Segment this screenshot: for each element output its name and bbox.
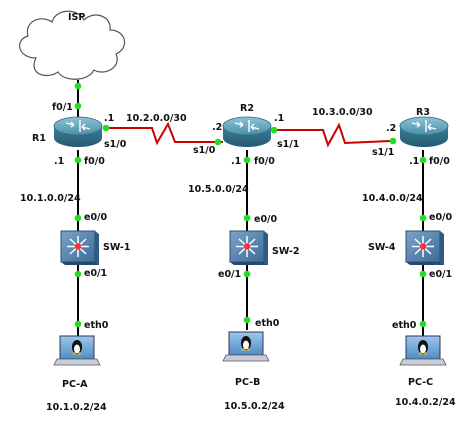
serial-link-r1-r2 xyxy=(104,121,223,146)
isp-cloud[interactable]: ISP xyxy=(19,10,126,80)
pc-a-name: PC-A xyxy=(62,379,88,390)
r3-f00-label: f0/0 xyxy=(429,156,450,167)
switch-sw2-name: SW-2 xyxy=(272,246,299,257)
router-r3[interactable] xyxy=(399,116,449,147)
switch-sw4-name: SW-4 xyxy=(368,242,396,253)
port-dot xyxy=(74,270,82,278)
pcc-eth0-label: eth0 xyxy=(392,320,417,331)
r2-s11-ip-label: .1 xyxy=(274,113,284,124)
r1-f00-label: f0/0 xyxy=(84,156,105,167)
r2-f00-ip-label: .1 xyxy=(231,156,241,167)
pca-eth0-label: eth0 xyxy=(84,320,109,331)
pc-b[interactable] xyxy=(222,331,270,362)
r1-s10-label: s1/0 xyxy=(104,139,127,150)
sw4-e00-label: e0/0 xyxy=(429,212,453,223)
port-dot xyxy=(74,156,82,164)
net-lan-c-label: 10.4.0.0/24 xyxy=(362,193,423,204)
net-lan-a-label: 10.1.0.0/24 xyxy=(20,193,81,204)
cloud-icon xyxy=(19,10,126,80)
port-dot xyxy=(243,214,251,222)
port-dot xyxy=(243,316,251,324)
switch-icon xyxy=(229,230,268,265)
sw1-e01-label: e0/1 xyxy=(84,268,107,279)
port-dot xyxy=(243,270,251,278)
r3-s11-label: s1/1 xyxy=(372,147,394,158)
port-dot xyxy=(74,82,82,90)
isp-name: ISP xyxy=(68,12,85,23)
port-dot xyxy=(74,214,82,222)
switch-sw4[interactable] xyxy=(405,230,444,265)
r2-s11-label: s1/1 xyxy=(277,139,299,150)
interface-labels: f0/1 .1 s1/0 .1 f0/0 10.2.0.0/30 10.3.0.… xyxy=(20,102,453,331)
switch-sw2[interactable] xyxy=(229,230,268,265)
port-dot xyxy=(74,320,82,328)
r3-s11-ip-label: .2 xyxy=(386,123,396,134)
net-r2-r3-label: 10.3.0.0/30 xyxy=(312,107,373,118)
port-dot xyxy=(419,270,427,278)
router-icon xyxy=(222,116,272,147)
r2-s10-label: s1/0 xyxy=(193,145,216,156)
switch-sw1[interactable] xyxy=(60,230,99,265)
port-dot xyxy=(102,124,110,132)
router-r1[interactable] xyxy=(53,116,103,147)
linux-pc-icon xyxy=(222,331,270,362)
sw1-e00-label: e0/0 xyxy=(84,212,108,223)
net-r1-r2-label: 10.2.0.0/30 xyxy=(126,113,187,124)
router-icon xyxy=(399,116,449,147)
router-r1-name: R1 xyxy=(32,133,46,144)
port-dot xyxy=(419,214,427,222)
r2-s10-ip-label: .2 xyxy=(212,122,222,133)
port-dot xyxy=(270,126,278,134)
port-dot xyxy=(389,137,397,145)
sw2-e00-label: e0/0 xyxy=(254,214,278,225)
port-dot xyxy=(74,102,82,110)
switch-icon xyxy=(60,230,99,265)
pc-c-name: PC-C xyxy=(408,377,433,388)
r2-f00-label: f0/0 xyxy=(254,156,275,167)
serial-link-r2-r3 xyxy=(274,122,391,148)
pc-b-ip: 10.5.0.2/24 xyxy=(224,401,285,412)
router-r3-name: R3 xyxy=(416,107,430,118)
router-r2[interactable] xyxy=(222,116,272,147)
port-dot xyxy=(419,156,427,164)
r1-f00-ip-label: .1 xyxy=(54,156,64,167)
linux-pc-icon xyxy=(399,335,447,366)
router-r2-name: R2 xyxy=(240,103,254,114)
pc-c[interactable] xyxy=(399,335,447,366)
pcb-eth0-label: eth0 xyxy=(255,318,280,329)
pc-a-ip: 10.1.0.2/24 xyxy=(46,402,107,413)
pc-c-ip: 10.4.0.2/24 xyxy=(395,397,456,408)
pc-a[interactable] xyxy=(53,335,101,366)
net-lan-b-label: 10.5.0.0/24 xyxy=(188,184,249,195)
switch-sw1-name: SW-1 xyxy=(103,242,130,253)
router-icon xyxy=(53,116,103,147)
port-dot xyxy=(243,156,251,164)
linux-pc-icon xyxy=(53,335,101,366)
port-dot xyxy=(214,138,222,146)
port-dot xyxy=(419,320,427,328)
sw4-e01-label: e0/1 xyxy=(429,269,452,280)
r3-f00-ip-label: .1 xyxy=(409,156,419,167)
port-indicators xyxy=(74,82,427,328)
switch-icon xyxy=(405,230,444,265)
sw2-e01-label: e0/1 xyxy=(218,269,241,280)
pc-b-name: PC-B xyxy=(235,377,260,388)
r1-s10-ip-label: .1 xyxy=(104,113,114,124)
r1-f01-label: f0/1 xyxy=(52,102,73,113)
